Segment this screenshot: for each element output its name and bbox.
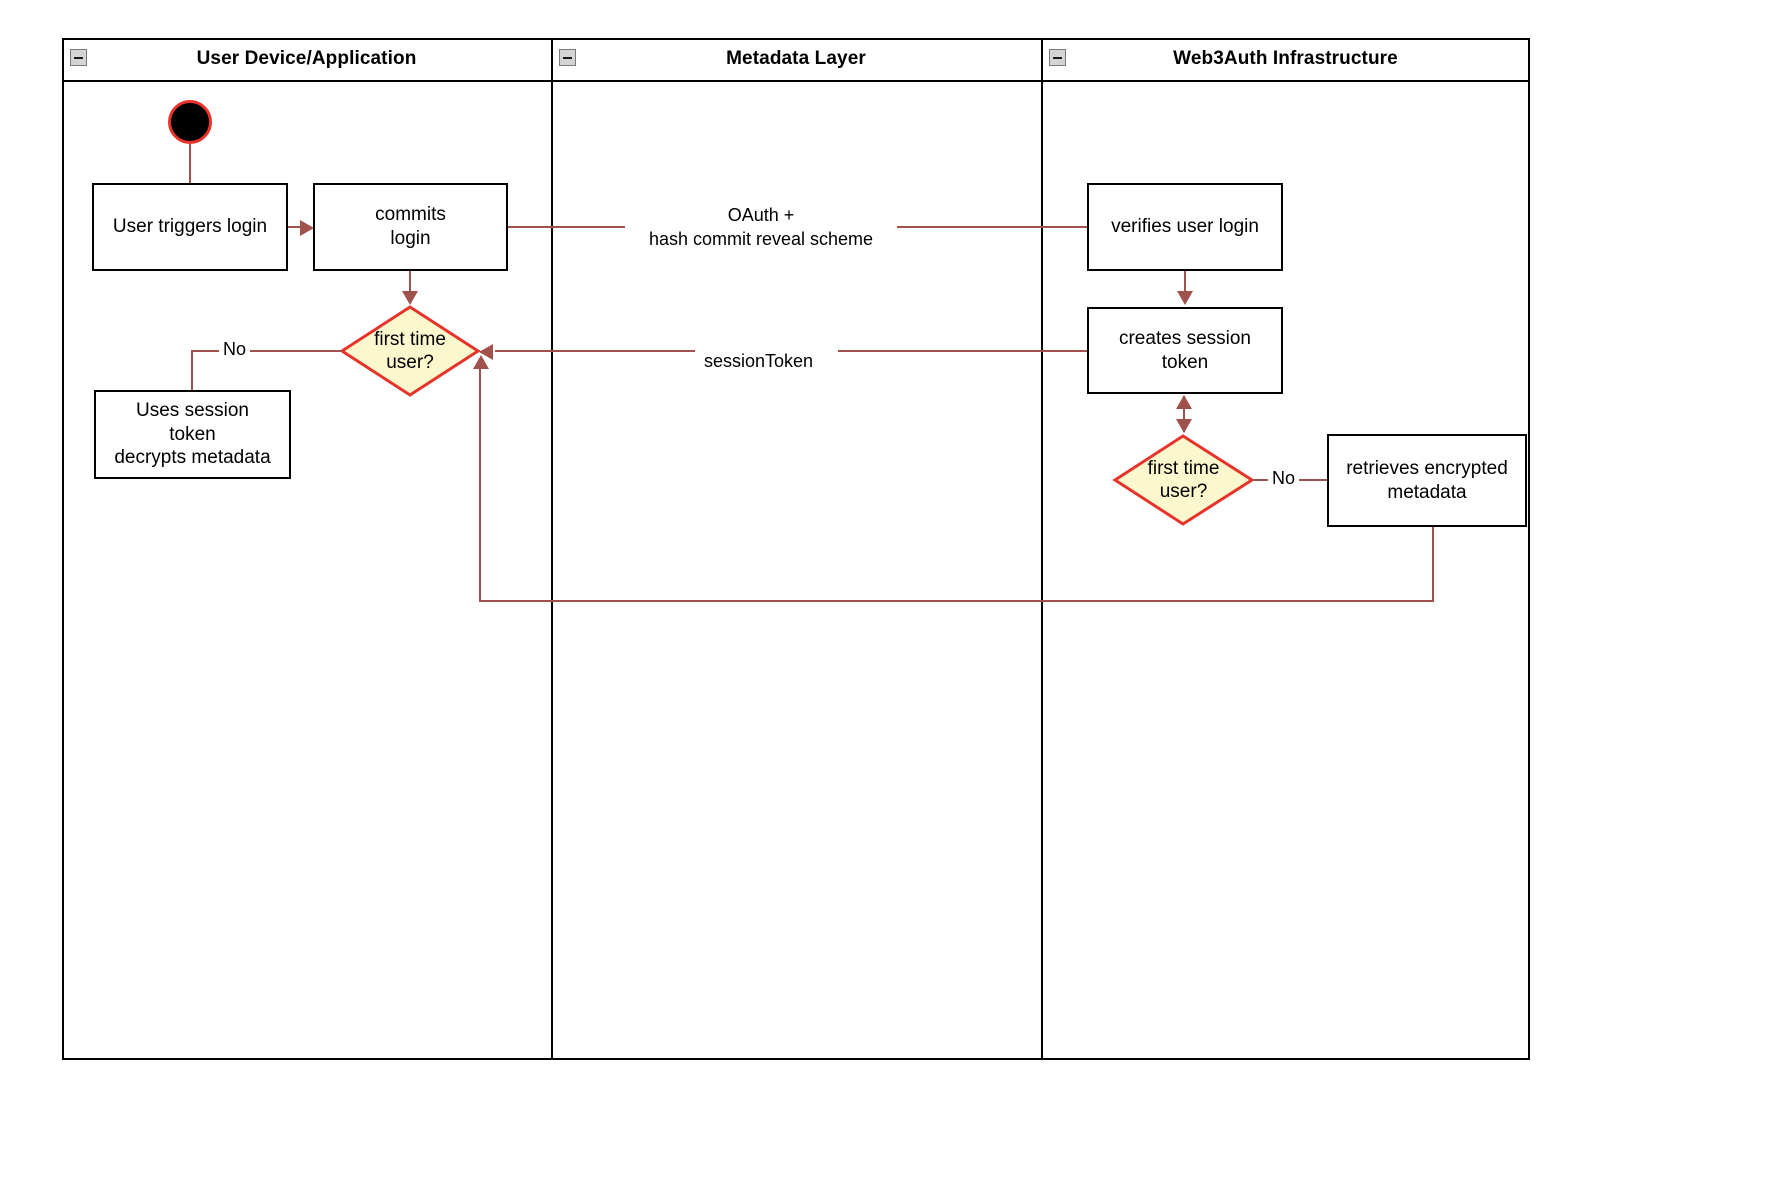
decision-label-line2: user?: [386, 352, 434, 373]
decision-label-line1: first time: [1147, 457, 1220, 479]
action-label-line1: retrieves encrypted: [1346, 457, 1508, 479]
action-label-line1: Uses session: [136, 399, 249, 421]
action-uses-session-token[interactable]: Uses session token decrypts metadata: [94, 390, 291, 479]
action-label: verifies user login: [1111, 216, 1259, 238]
action-label-line2: token: [169, 423, 216, 445]
decision-label-line2: user?: [1159, 481, 1208, 502]
edge-start-to-trigger: [189, 144, 191, 184]
edge-decision-no-left: [191, 350, 342, 352]
lane-divider-1: [551, 38, 553, 1060]
edge-return-path-vertical: [479, 368, 481, 602]
collapse-minus-icon[interactable]: [70, 49, 87, 66]
initial-node: [168, 100, 212, 144]
lane-title-user-device: User Device/Application: [196, 48, 417, 69]
lane-divider-2: [1041, 38, 1043, 1060]
edge-retrieves-down: [1432, 527, 1434, 602]
collapse-minus-icon[interactable]: [1049, 49, 1066, 66]
action-label-line2: metadata: [1387, 481, 1467, 503]
action-label: User triggers login: [112, 216, 268, 238]
decision-label: first time user?: [1113, 434, 1254, 526]
edge-session-token-left-seg: [495, 350, 695, 352]
lane-header-metadata-layer[interactable]: Metadata Layer: [551, 38, 1041, 80]
decision-first-time-user-left[interactable]: first time user?: [339, 305, 481, 397]
edge-commits-to-verifies-right-seg: [878, 226, 1087, 228]
decision-first-time-user-right[interactable]: first time user?: [1112, 434, 1255, 526]
edge-creates-to-decision-right: [1183, 396, 1185, 432]
decision-label: first time user?: [340, 305, 480, 397]
arrowhead-down: [402, 291, 418, 305]
arrowhead-down: [1177, 291, 1193, 305]
action-creates-session-token[interactable]: creates session token: [1087, 307, 1283, 394]
lane-title-web3auth: Web3Auth Infrastructure: [1173, 48, 1398, 69]
lane-header-web3auth[interactable]: Web3Auth Infrastructure: [1041, 38, 1530, 80]
edge-session-token-right-seg: [838, 350, 1087, 352]
action-label-line2: token: [1161, 351, 1209, 373]
lane-header-user-device[interactable]: User Device/Application: [62, 38, 551, 80]
edge-label-session-token: sessionToken: [700, 350, 818, 374]
edge-commits-to-decision: [409, 271, 411, 293]
edge-label-no-right: No: [1268, 467, 1300, 491]
edge-label-no-left: No: [219, 338, 251, 362]
arrowhead-up: [473, 355, 489, 369]
action-verifies-user-login[interactable]: verifies user login: [1087, 183, 1283, 271]
edge-no-down-to-uses-session: [191, 350, 193, 392]
arrowhead-down: [1176, 419, 1192, 433]
action-retrieves-encrypted-metadata[interactable]: retrieves encrypted metadata: [1327, 434, 1527, 527]
decision-label-line1: first time: [374, 328, 446, 350]
edge-return-path-horizontal: [479, 600, 1434, 602]
action-label-line1: creates session: [1118, 327, 1251, 349]
arrowhead-right: [300, 220, 314, 236]
edge-verifies-to-creates: [1184, 271, 1186, 293]
action-label-line1: commits: [375, 204, 446, 226]
lane-title-metadata-layer: Metadata Layer: [726, 48, 866, 69]
collapse-minus-icon[interactable]: [559, 49, 576, 66]
edge-commits-to-verifies-left-seg: [508, 226, 636, 228]
lane-header-rule: [62, 80, 1530, 82]
action-commits-login[interactable]: commits login: [313, 183, 508, 271]
arrowhead-up: [1176, 395, 1192, 409]
edge-label-oauth-line1: OAuth +: [727, 205, 795, 225]
edge-label-oauth-line2: hash commit reveal scheme: [648, 229, 874, 250]
action-label-line2: login: [390, 228, 431, 249]
edge-label-oauth: OAuth + hash commit reveal scheme: [625, 203, 897, 252]
edge-trigger-to-commits: [288, 226, 302, 228]
action-label-line3: decrypts metadata: [114, 447, 271, 469]
action-user-triggers-login[interactable]: User triggers login: [92, 183, 288, 271]
